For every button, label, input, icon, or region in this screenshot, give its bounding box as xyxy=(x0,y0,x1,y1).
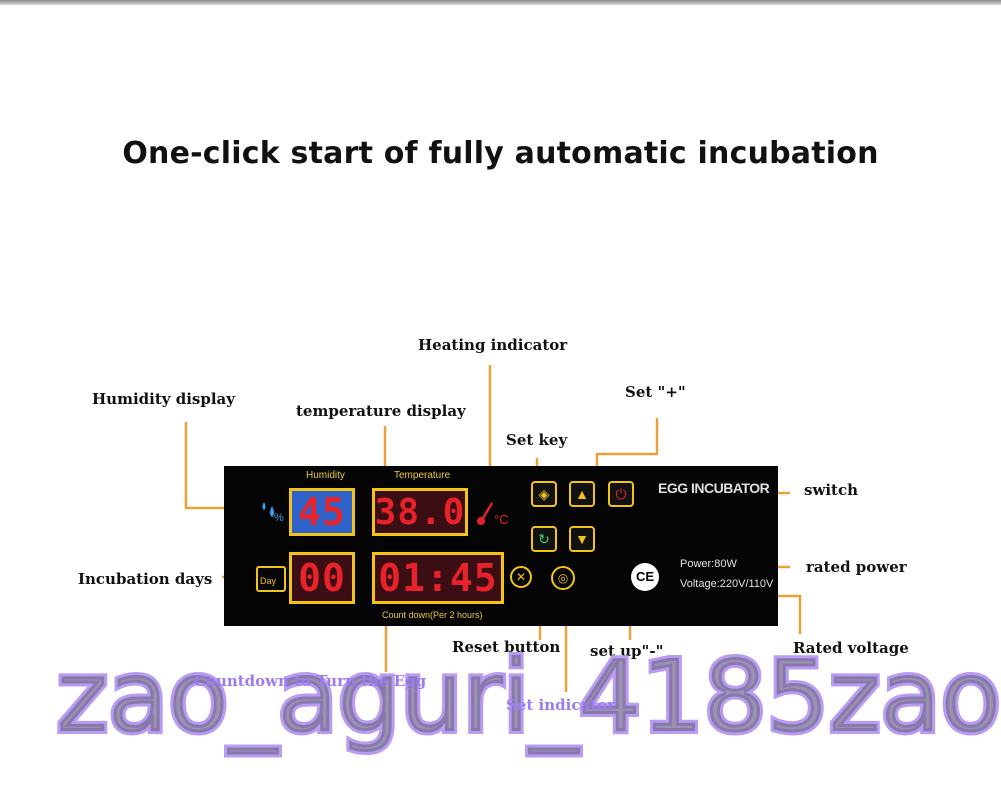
reset-button[interactable]: ↻ xyxy=(531,526,557,552)
set-indicator-light: ◎ xyxy=(551,566,575,590)
callout-rated-voltage: Rated voltage xyxy=(793,639,909,657)
humidity-display: 45 xyxy=(289,488,355,536)
watermark: zao_aguri_4185zao xyxy=(53,635,1001,758)
callout-countdown: Countdown to Turn the Egg xyxy=(194,672,427,690)
callout-switch: switch xyxy=(804,481,859,499)
top-border xyxy=(0,0,1001,5)
countdown-display: 01:45 xyxy=(372,552,504,604)
callout-temperature-display: temperature display xyxy=(296,402,466,420)
ce-mark: CE xyxy=(631,563,659,591)
callout-humidity-display: Humidity display xyxy=(92,390,235,408)
set-icon: ◈ xyxy=(538,485,550,502)
celsius-unit: °C xyxy=(494,512,509,527)
set-key-button[interactable]: ◈ xyxy=(531,481,557,507)
day-label: Day xyxy=(260,576,277,586)
temperature-label: Temperature xyxy=(394,470,451,481)
voltage-rating: Voltage:220V/110V xyxy=(680,578,774,590)
calendar-icon: Day xyxy=(256,566,286,592)
reset-icon: ↻ xyxy=(538,530,550,547)
humidity-icon xyxy=(258,498,286,526)
callout-heating-indicator: Heating indicator xyxy=(418,336,568,354)
power-switch-button[interactable]: ⏻ xyxy=(608,481,634,507)
callout-incubation-days: Incubation days xyxy=(78,570,213,588)
arrow-up-icon: ▲ xyxy=(575,486,589,502)
callout-set-up-minus: set up"-" xyxy=(590,642,664,660)
set-minus-button[interactable]: ▼ xyxy=(569,526,595,552)
incubation-days-display: 00 xyxy=(289,552,355,604)
countdown-label: Count down(Per 2 hours) xyxy=(382,610,483,620)
humidity-label: Humidity xyxy=(306,470,345,481)
callout-set-plus: Set "+" xyxy=(625,383,686,401)
brand-label: EGG INCUBATOR xyxy=(658,480,770,496)
heating-indicator-icon xyxy=(476,500,498,526)
arrow-down-icon: ▼ xyxy=(575,531,589,547)
incubator-control-panel: Humidity Temperature % 45 38.0 °C Day 00… xyxy=(224,466,778,626)
power-icon: ⏻ xyxy=(615,485,627,502)
callout-reset-button: Reset button xyxy=(452,638,561,656)
temperature-display: 38.0 xyxy=(372,488,468,536)
callout-set-indicator: Set indicator xyxy=(506,696,616,714)
egg-turn-icon: ✕ xyxy=(510,566,532,588)
callout-rated-power: rated power xyxy=(806,558,907,576)
humidity-unit: % xyxy=(274,512,284,524)
set-plus-button[interactable]: ▲ xyxy=(569,481,595,507)
power-rating: Power:80W xyxy=(680,558,737,570)
callout-set-key: Set key xyxy=(506,431,568,449)
page-title: One-click start of fully automatic incub… xyxy=(122,136,879,171)
